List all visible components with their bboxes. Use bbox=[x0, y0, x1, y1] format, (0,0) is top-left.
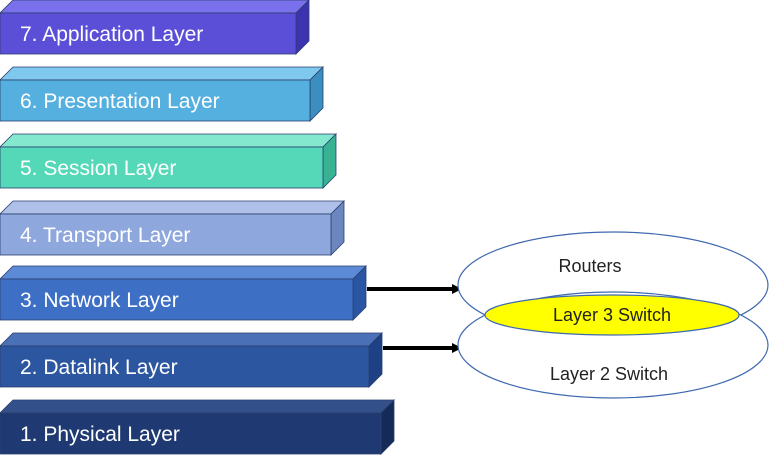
layer-label-network: 3. Network Layer bbox=[20, 289, 179, 312]
layer-label-session: 5. Session Layer bbox=[20, 157, 176, 180]
layer-front-face bbox=[0, 278, 354, 321]
routers-label: Routers bbox=[558, 256, 621, 276]
layer-top-face bbox=[0, 399, 395, 414]
layer-label-physical: 1. Physical Layer bbox=[20, 423, 180, 446]
layer-label-application: 7. Application Layer bbox=[20, 23, 203, 46]
layer-block-datalink: 2. Datalink Layer bbox=[0, 332, 383, 388]
layer-front-face bbox=[0, 412, 382, 455]
layer-top-face bbox=[0, 200, 345, 215]
layer-front-face bbox=[0, 79, 311, 122]
layer-top-face bbox=[0, 133, 337, 148]
layer-block-application: 7. Application Layer bbox=[0, 0, 310, 55]
layer-block-transport: 4. Transport Layer bbox=[0, 200, 345, 256]
layer-top-face bbox=[0, 66, 324, 81]
layer-block-session: 5. Session Layer bbox=[0, 133, 337, 189]
layer-label-transport: 4. Transport Layer bbox=[20, 224, 190, 247]
layer-top-face bbox=[0, 265, 367, 280]
layer-block-physical: 1. Physical Layer bbox=[0, 399, 395, 455]
osi-layer-stack: 7. Application Layer 6. Presentation Laye… bbox=[0, 0, 395, 455]
layer-label-presentation: 6. Presentation Layer bbox=[20, 90, 220, 113]
layer-top-face bbox=[0, 332, 383, 347]
layer-top-face bbox=[0, 0, 310, 14]
layer-block-network: 3. Network Layer bbox=[0, 265, 367, 321]
layer-block-presentation: 6. Presentation Layer bbox=[0, 66, 324, 122]
layer-front-face bbox=[0, 345, 370, 388]
layer3-switch-label: Layer 3 Switch bbox=[553, 305, 671, 325]
layer2-switch-label: Layer 2 Switch bbox=[550, 364, 668, 384]
layer-front-face bbox=[0, 213, 332, 256]
device-ellipses: Routers Layer 3 Switch Layer 2 Switch bbox=[457, 231, 769, 399]
layer-label-datalink: 2. Datalink Layer bbox=[20, 356, 178, 379]
layer-front-face bbox=[0, 12, 297, 55]
layer-front-face bbox=[0, 146, 324, 189]
arrows bbox=[367, 284, 462, 353]
layer3-switch-ellipse bbox=[484, 294, 740, 336]
